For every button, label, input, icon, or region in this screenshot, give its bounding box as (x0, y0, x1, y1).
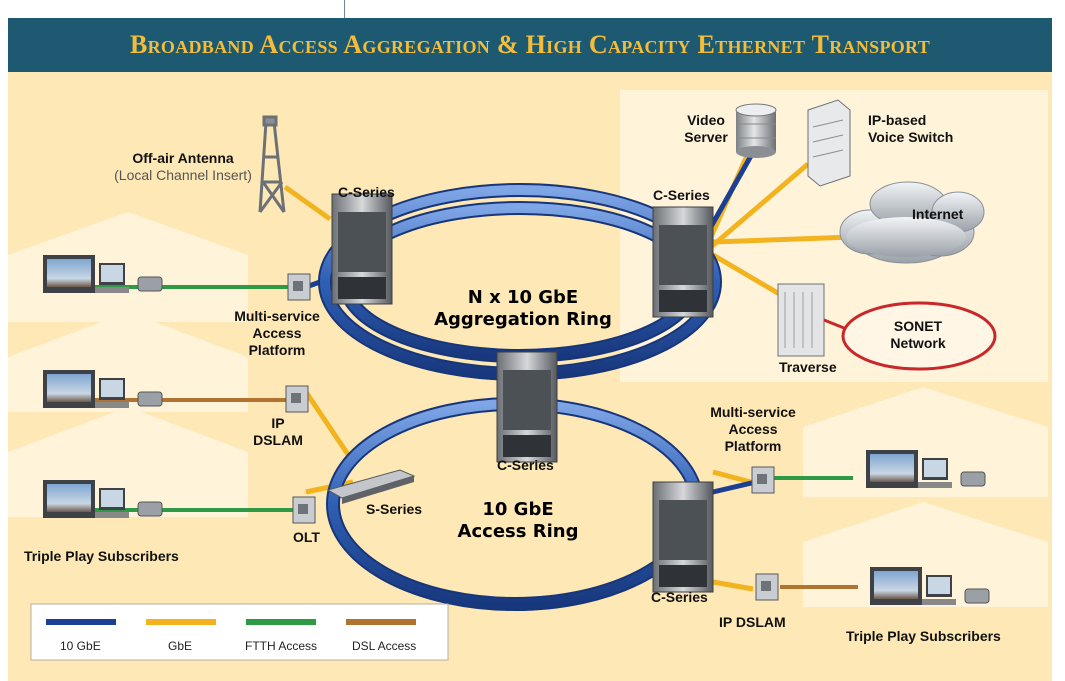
sonet-link (823, 318, 845, 330)
subscriber-devices-icon (43, 255, 163, 293)
c-series-label: C-Series (497, 457, 554, 473)
sonet-label: SONET Network (878, 318, 958, 352)
msap-line: Access (728, 421, 778, 437)
msap-line: Access (252, 325, 302, 341)
sonet-line: SONET (893, 318, 943, 334)
c-series-label: C-Series (653, 187, 710, 203)
access-ring-label: 10 GbE Access Ring (438, 499, 598, 543)
legend-swatch-dsl (346, 619, 416, 625)
sonet-line: Network (890, 335, 946, 351)
ip-dslam-label: IP DSLAM (719, 614, 786, 630)
aggregation-ring-line: N x 10 GbE (467, 287, 579, 308)
video-link (705, 145, 759, 234)
voice-switch-icon (807, 99, 851, 187)
c-series-chassis-icon (496, 351, 558, 463)
msap-label: Multi-service Access Platform (698, 404, 808, 455)
traverse-label: Traverse (779, 359, 837, 375)
msap-line: Multi-service (234, 308, 320, 324)
c-series-chassis-icon (652, 481, 714, 593)
olt-device-icon (292, 496, 316, 524)
c-series-label: C-Series (338, 184, 395, 200)
triple-play-label: Triple Play Subscribers (24, 548, 179, 564)
c-series-chassis-icon (331, 193, 393, 305)
legend-label-ftth: FTTH Access (245, 639, 318, 653)
aggregation-ring-label: N x 10 GbE Aggregation Ring (408, 287, 638, 331)
triple-play-label: Triple Play Subscribers (846, 628, 1001, 644)
access-ring-line: 10 GbE (482, 499, 554, 520)
c-series-chassis-icon (652, 206, 714, 318)
ip-dslam-device-icon (755, 573, 779, 601)
legend-swatch-gbe (146, 619, 216, 625)
diagram-panel: Off-air Antenna (Local Channel Insert) C… (8, 72, 1052, 681)
msap-line: Platform (248, 342, 306, 358)
legend-swatch-ftth (246, 619, 316, 625)
voice-switch-line: IP-based (868, 112, 927, 128)
legend (30, 603, 449, 661)
video-server-icon (735, 103, 777, 158)
network-diagram (8, 90, 1048, 661)
subscriber-devices-icon (43, 370, 163, 408)
aggregation-ring-line: Aggregation Ring (434, 309, 612, 330)
msap-device-icon (287, 273, 311, 301)
ip-dslam-label: IP DSLAM (248, 415, 308, 449)
ip-dslam-device-icon (285, 385, 309, 413)
c-series-label: C-Series (651, 589, 708, 605)
video-server-line: Video (687, 112, 725, 128)
video-server-line: Server (684, 129, 728, 145)
voice-switch-line: Voice Switch (868, 129, 954, 145)
msap-label: Multi-service Access Platform (222, 308, 332, 359)
ip-dslam-line: IP (271, 415, 285, 431)
legend-label-dsl: DSL Access (352, 639, 417, 653)
olt-label: OLT (293, 529, 320, 545)
video-server-label: Video Server (676, 112, 736, 146)
antenna-name: Off-air Antenna (132, 150, 234, 166)
msap-device-icon (751, 466, 775, 494)
voice-switch-label: IP-based Voice Switch (868, 112, 953, 146)
internet-cloud-icon (839, 181, 985, 264)
top-divider (344, 0, 345, 18)
legend-label-gbe: GbE (168, 639, 193, 653)
house-background (8, 212, 248, 322)
sonet-network-ellipse (841, 301, 997, 371)
internet-label: Internet (912, 206, 964, 222)
house-background (803, 387, 1048, 497)
msap-line: Multi-service (710, 404, 796, 420)
subscriber-devices-icon (866, 450, 986, 488)
access-ring-line: Access Ring (457, 521, 579, 542)
antenna-description: (Local Channel Insert) (114, 167, 252, 183)
subscriber-devices-icon (43, 480, 163, 518)
legend-label-10gbe: 10 GbE (60, 639, 101, 653)
header-bar: Broadband Access Aggregation & High Capa… (8, 18, 1052, 72)
s-series-switch-icon (326, 469, 416, 504)
legend-swatch-10gbe (46, 619, 116, 625)
ip-dslam-line: DSLAM (253, 432, 303, 448)
subscriber-devices-icon (870, 567, 990, 605)
traverse-chassis-icon (777, 283, 825, 357)
s-series-label: S-Series (366, 501, 423, 517)
house-background (803, 502, 1048, 607)
antenna-label: Off-air Antenna (Local Channel Insert) (78, 150, 288, 184)
antenna-tower-icon (258, 115, 286, 213)
page-title: Broadband Access Aggregation & High Capa… (129, 30, 931, 59)
msap-line: Platform (724, 438, 782, 454)
